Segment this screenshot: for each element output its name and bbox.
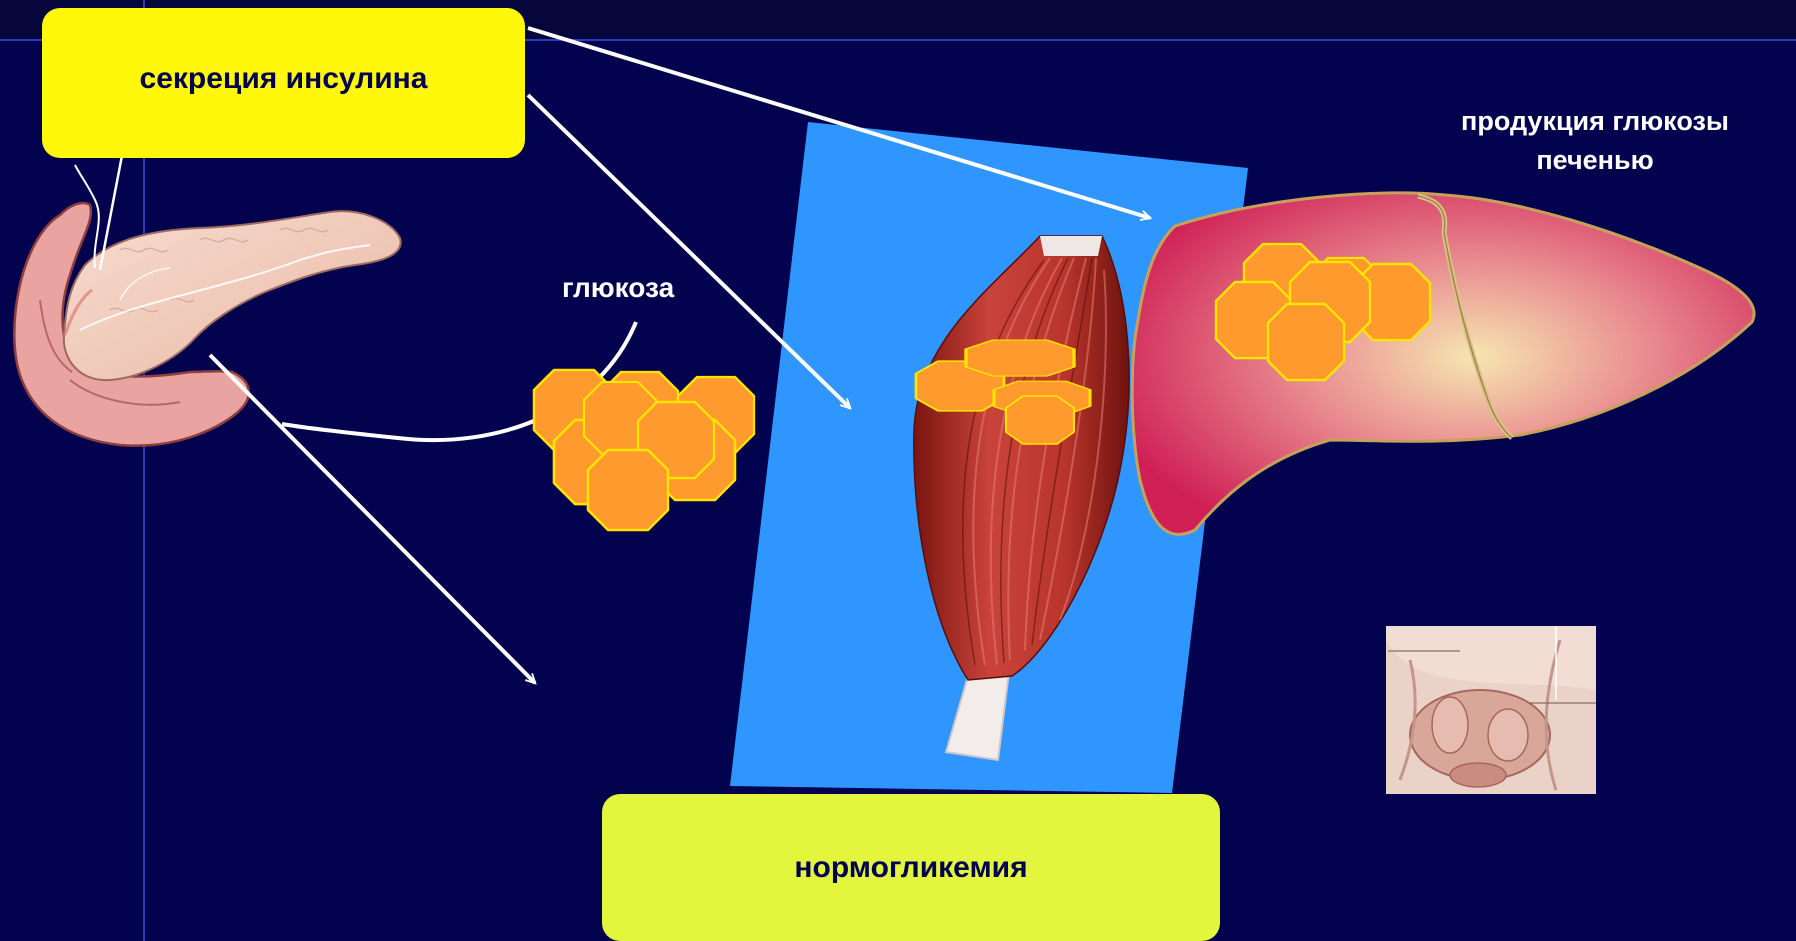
glucose-molecule xyxy=(966,340,1074,376)
glucose-cluster-free xyxy=(534,370,754,530)
pancreas-illustration xyxy=(14,122,400,446)
liver-glucose-production-line2: печенью xyxy=(1400,141,1790,180)
liver-glucose-production-label: продукция глюкозы печенью xyxy=(1400,102,1790,180)
liver-illustration xyxy=(1132,193,1754,535)
insulin-secretion-box: секреция инсулина xyxy=(42,8,525,158)
glucose-label: глюкоза xyxy=(562,268,674,307)
arrow-to-circulation xyxy=(210,355,535,683)
glucose-molecule xyxy=(1268,304,1344,380)
glucose-molecule xyxy=(588,450,668,530)
insulin-secretion-label: секреция инсулина xyxy=(140,62,428,96)
normoglycemia-label: нормогликемия xyxy=(794,851,1027,885)
liver-glucose-production-line1: продукция глюкозы xyxy=(1400,102,1790,141)
abdomen-anatomy-thumbnail xyxy=(1386,626,1596,794)
normoglycemia-box: нормогликемия xyxy=(602,794,1220,941)
glucose-molecule xyxy=(1006,396,1074,444)
